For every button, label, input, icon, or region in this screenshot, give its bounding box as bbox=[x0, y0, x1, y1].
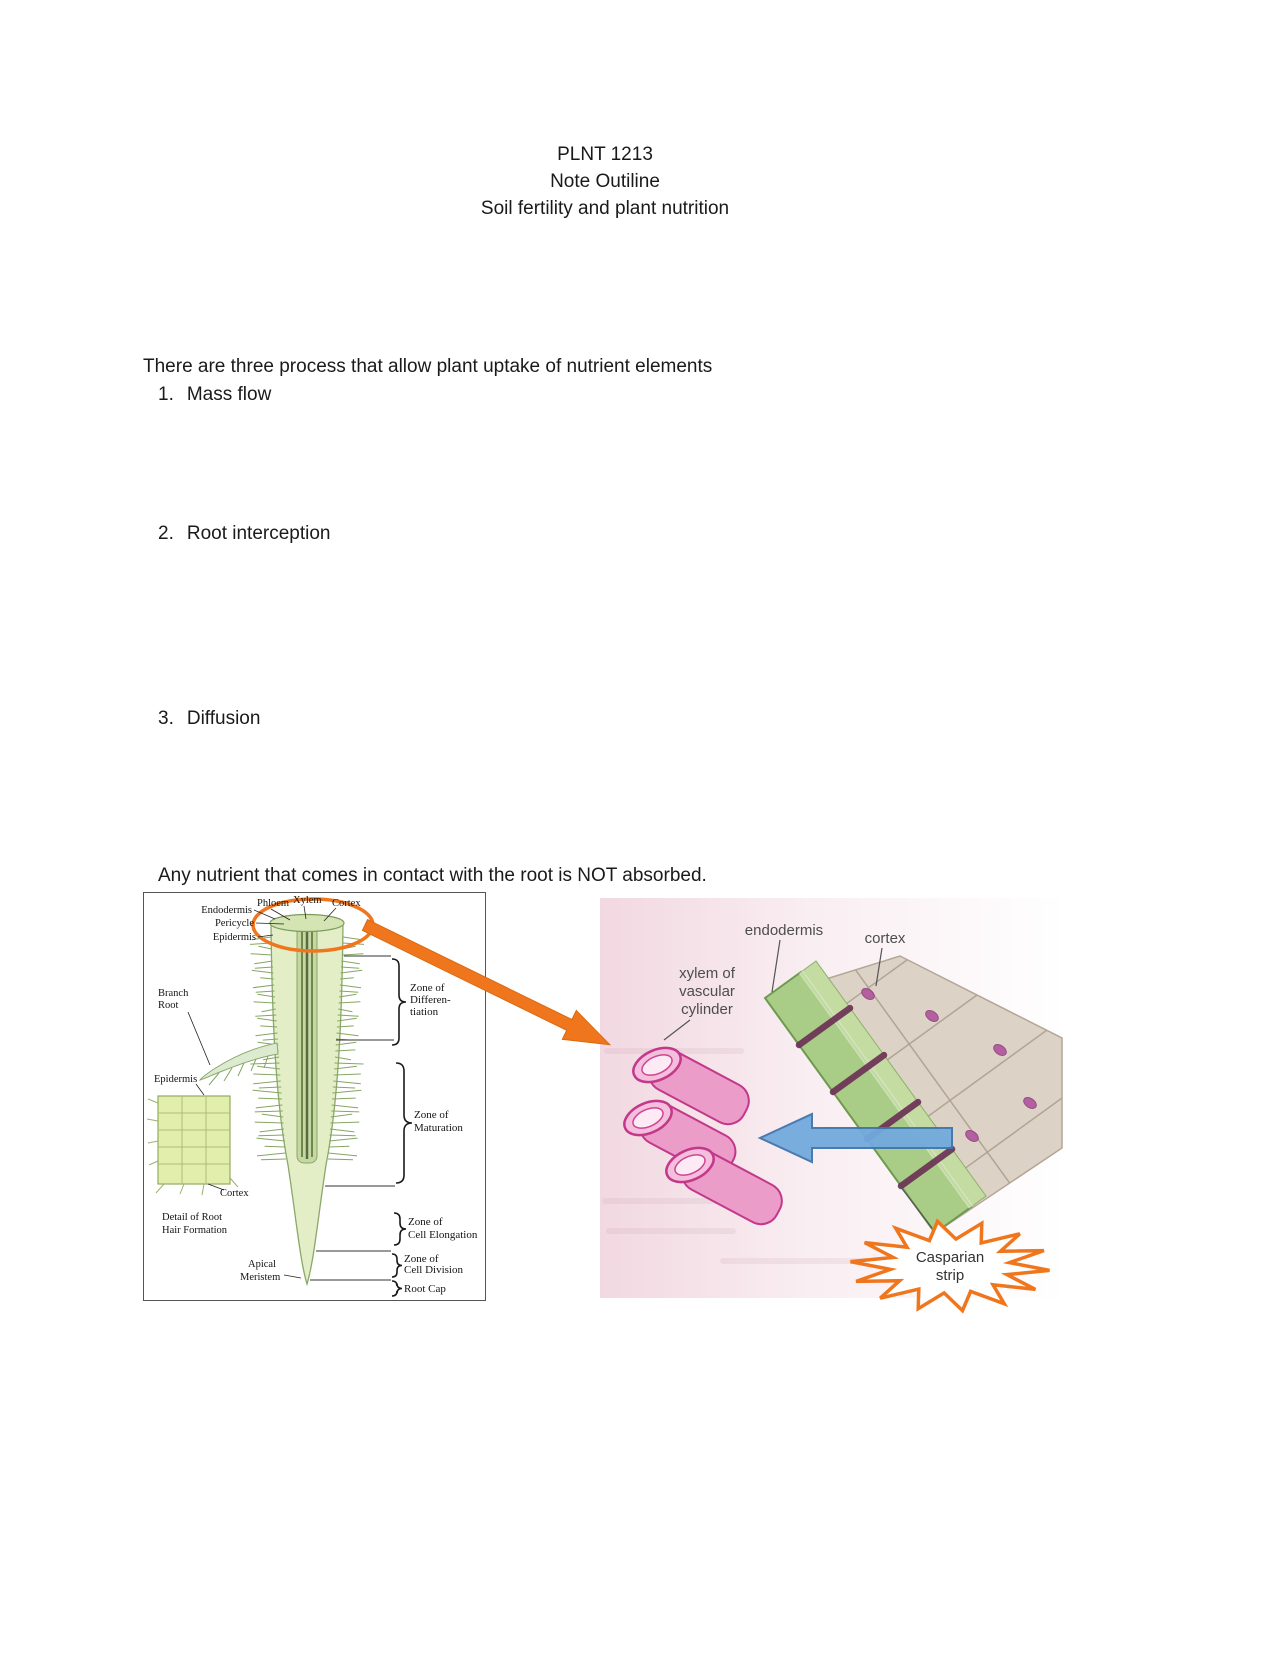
list-label: Mass flow bbox=[186, 384, 272, 405]
label-detail-caption-1: Detail of Root bbox=[162, 1212, 222, 1223]
list-label: Diffusion bbox=[186, 708, 261, 729]
list-number: 1. bbox=[158, 384, 174, 405]
label-cs-endodermis: endodermis bbox=[745, 922, 823, 939]
label-branch-root-1: Branch bbox=[158, 988, 189, 999]
label-zone-elongation-2: Cell Elongation bbox=[408, 1229, 478, 1241]
list-item-diffusion: 3. Diffusion bbox=[158, 708, 260, 730]
doc-subject: Soil fertility and plant nutrition bbox=[480, 198, 730, 219]
label-epidermis-side: Epidermis bbox=[154, 1074, 197, 1085]
label-apical-2: Meristem bbox=[240, 1272, 280, 1283]
label-zone-maturation-2: Maturation bbox=[414, 1122, 463, 1134]
list-number: 3. bbox=[158, 708, 174, 729]
intro-paragraph: There are three process that allow plant… bbox=[143, 356, 713, 377]
cross-section-leaders bbox=[663, 939, 933, 1229]
root-hairs bbox=[249, 936, 365, 1161]
casparian-strips bbox=[795, 1004, 956, 1190]
label-xylem: Xylem bbox=[293, 895, 322, 906]
document-header: PLNT 1213 Note Outiline Soil fertility a… bbox=[143, 141, 1067, 222]
label-detail-caption-2: Hair Formation bbox=[162, 1225, 228, 1236]
branch-root bbox=[198, 1042, 279, 1086]
list-item-mass-flow: 1. Mass flow bbox=[158, 384, 271, 406]
label-zone-differentiation-3: tiation bbox=[410, 1006, 439, 1018]
label-cs-xylem-1: xylem of bbox=[679, 965, 736, 982]
label-cs-xylem-3: cylinder bbox=[681, 1001, 733, 1018]
label-cs-xylem-2: vascular bbox=[679, 983, 735, 1000]
label-zone-division-1: Zone of bbox=[404, 1253, 439, 1265]
root-tip-svg: Phloem Xylem Cortex Endodermis Pericycle… bbox=[146, 895, 478, 1297]
list-label: Root interception bbox=[186, 523, 331, 544]
label-zone-maturation-1: Zone of bbox=[414, 1109, 449, 1121]
xylem-tubes bbox=[623, 1046, 783, 1226]
list-number: 2. bbox=[158, 523, 174, 544]
root-top-cross-section bbox=[269, 913, 345, 933]
doc-type: Note Outiline bbox=[550, 171, 660, 192]
connector-arrow-shape bbox=[361, 918, 612, 1046]
zone-braces bbox=[391, 958, 413, 1297]
label-root-cap: Root Cap bbox=[404, 1283, 446, 1295]
label-branch-root-2: Root bbox=[158, 1000, 179, 1011]
xylem-tube bbox=[632, 1046, 750, 1126]
label-leader-lines bbox=[187, 905, 337, 1279]
label-cortex-top: Cortex bbox=[332, 898, 361, 909]
label-zone-division-2: Cell Division bbox=[404, 1264, 463, 1276]
label-casparian-1: Casparian bbox=[916, 1249, 984, 1266]
root-hair-detail-block bbox=[146, 1095, 239, 1196]
note-paragraph: Any nutrient that comes in contact with … bbox=[158, 865, 707, 886]
label-cs-cortex: cortex bbox=[865, 930, 906, 947]
label-cortex-side: Cortex bbox=[220, 1188, 249, 1199]
water-flow-arrow bbox=[757, 1112, 953, 1164]
label-zone-elongation-1: Zone of bbox=[408, 1216, 443, 1228]
label-zone-differentiation-2: Differen- bbox=[410, 994, 451, 1006]
cross-section-svg: endodermis cortex xylem of vascular cyli… bbox=[600, 898, 1066, 1314]
zoom-connector-arrow bbox=[361, 918, 612, 1046]
list-item-root-interception: 2. Root interception bbox=[158, 523, 331, 545]
course-code: PLNT 1213 bbox=[557, 144, 653, 165]
label-phloem: Phloem bbox=[257, 898, 289, 909]
label-endodermis: Endodermis bbox=[201, 905, 252, 916]
label-pericycle: Pericycle bbox=[215, 918, 254, 929]
zone-guide-lines bbox=[310, 955, 395, 1281]
vascular-cylinder bbox=[296, 922, 318, 1164]
label-epidermis-top: Epidermis bbox=[213, 932, 256, 943]
label-apical-1: Apical bbox=[248, 1259, 276, 1270]
xylem-tube bbox=[665, 1146, 783, 1226]
label-zone-differentiation-1: Zone of bbox=[410, 982, 445, 994]
cross-section-figure: endodermis cortex xylem of vascular cyli… bbox=[600, 898, 1066, 1328]
label-casparian-2: strip bbox=[936, 1267, 964, 1284]
casparian-starburst: Casparian strip bbox=[850, 1218, 1050, 1314]
